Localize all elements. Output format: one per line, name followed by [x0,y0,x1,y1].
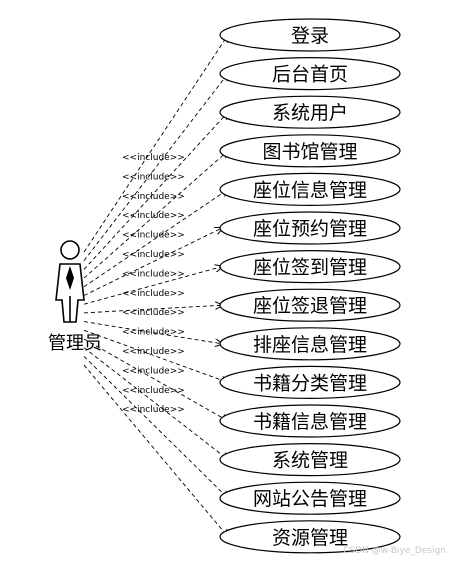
include-label: <<include>> [122,328,185,338]
include-links: <<include>> <<include>> <<include>> <<inclu… [83,35,228,537]
use-case: 后台首页 [219,56,401,91]
watermark: CSDN @w-Biye_Design [343,546,446,556]
include-arrow [83,267,222,305]
use-case-label: 系统管理 [272,450,348,472]
include-label: <<include>> [122,308,185,318]
use-case: 系统管理 [219,443,401,477]
include-label: <<include>> [122,153,185,163]
use-case-ellipse [219,134,401,168]
use-case-label: 后台首页 [272,64,348,86]
use-case: 图书馆管理 [219,134,401,168]
use-case: 书籍分类管理 [219,365,401,399]
use-case-ellipse [219,172,401,206]
use-case: 座位签退管理 [219,288,401,322]
use-case-ellipse [219,520,401,554]
include-label: <<include>> [122,211,185,221]
use-case-label: 座位签到管理 [253,257,367,279]
include-arrow [83,35,228,253]
use-case-label: 座位预约管理 [253,218,367,240]
actor-head [60,240,80,260]
use-case: 资源管理 [219,520,401,554]
use-case-ellipse [219,250,401,284]
use-case-label: 资源管理 [272,527,348,549]
include-arrow [83,356,228,498]
use-case-label: 排座信息管理 [253,334,367,356]
include-arrow [83,112,228,270]
actor-body [55,263,85,323]
use-case-ellipse [219,95,401,129]
use-cases: 登录后台首页系统用户图书馆管理座位信息管理座位预约管理座位签到管理座位签退管理排… [219,18,401,554]
actor-figure [55,240,85,323]
use-case: 网站公告管理 [219,481,401,515]
use-case: 座位信息管理 [219,172,401,206]
use-case-ellipse [219,288,401,322]
use-case-label: 座位信息管理 [253,179,367,201]
include-arrow [83,329,228,382]
use-case: 登录 [219,18,401,52]
use-case-ellipse [219,365,401,399]
include-label: <<include>> [122,386,185,396]
include-arrow [83,74,228,261]
use-case: 系统用户 [219,95,401,129]
actor-label: 管理员 [48,333,102,354]
use-case-ellipse [219,18,401,52]
include-label: <<include>> [122,405,185,415]
use-case-ellipse [219,443,401,477]
include-label: <<include>> [122,269,185,279]
use-case-label: 网站公告管理 [253,488,367,510]
use-case: 座位签到管理 [219,250,401,284]
include-arrow [83,347,228,460]
use-case-label: 图书馆管理 [262,141,357,163]
include-label: <<include>> [122,250,185,260]
use-case-ellipse [219,211,401,245]
use-case-ellipse [219,327,401,361]
include-label: <<include>> [122,231,185,241]
include-arrow [83,321,222,344]
include-arrow [83,228,222,296]
include-arrow [83,305,222,314]
use-case-label: 座位签退管理 [253,295,367,317]
use-case: 书籍信息管理 [219,404,401,438]
include-arrow [83,189,228,288]
use-case-label: 登录 [291,25,329,47]
include-label: <<include>> [122,172,185,182]
use-case: 座位预约管理 [219,211,401,245]
use-case-ellipse [219,56,401,91]
use-case-ellipse [219,481,401,515]
include-label: <<include>> [122,366,185,376]
use-case-label: 系统用户 [272,102,348,124]
use-case-label: 书籍信息管理 [253,411,367,433]
use-case-ellipse [219,404,401,438]
include-arrow [83,364,228,537]
include-label: <<include>> [122,347,185,357]
include-label: <<include>> [122,289,185,299]
use-case: 排座信息管理 [219,327,401,361]
actor-tie [66,266,74,290]
use-case-label: 书籍分类管理 [253,372,367,394]
include-label: <<include>> [122,192,185,202]
